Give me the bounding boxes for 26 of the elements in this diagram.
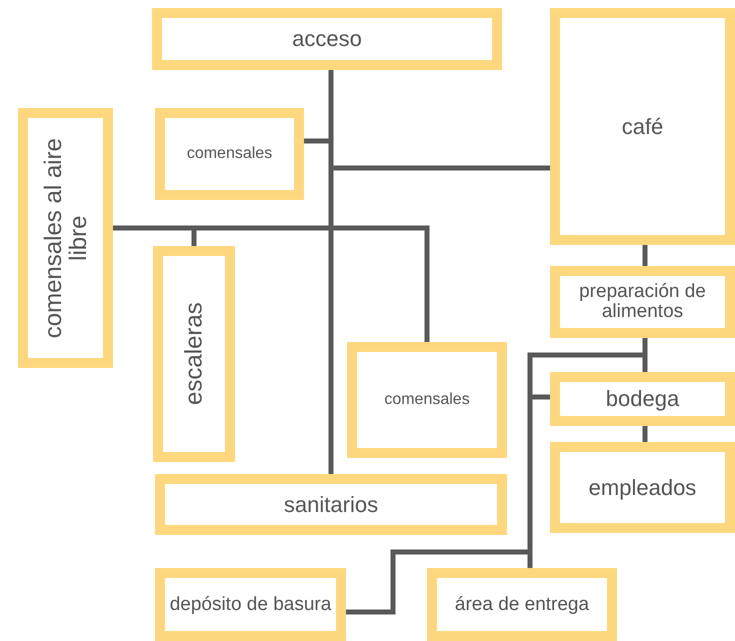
- room-label: escaleras: [181, 302, 207, 408]
- room-label: comensales: [186, 146, 272, 162]
- room-box: [550, 372, 735, 426]
- room-label: comensales al aire libre: [40, 136, 91, 340]
- room-box: [155, 108, 304, 200]
- room-box: [155, 474, 507, 535]
- room-box: [550, 442, 735, 533]
- room-label: depósito de basura: [170, 594, 332, 614]
- room-label: área de entrega: [454, 594, 590, 614]
- room-label: bodega: [606, 387, 680, 411]
- room-label: comensales: [384, 392, 470, 408]
- room-label: acceso: [292, 27, 362, 51]
- room-box: [427, 568, 617, 641]
- room-box: [347, 342, 507, 458]
- room-box: [152, 8, 502, 70]
- connector-line: [642, 426, 648, 442]
- room-label: sanitarios: [284, 492, 378, 516]
- room-box: [550, 266, 735, 338]
- room-label: café: [622, 114, 664, 138]
- room-box: [153, 246, 235, 462]
- room-box: [18, 108, 113, 368]
- room-label: preparación de alimentos: [578, 282, 707, 322]
- room-label: empleados: [588, 476, 696, 500]
- connector-line: [642, 245, 648, 266]
- room-box: [155, 568, 346, 641]
- room-box: [550, 8, 735, 245]
